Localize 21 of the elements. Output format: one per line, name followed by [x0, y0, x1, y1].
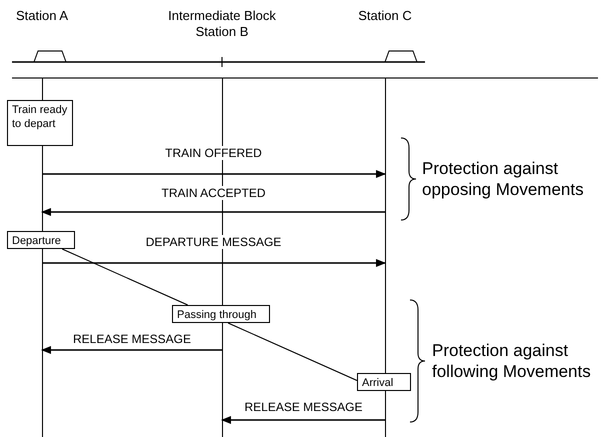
event-box: Arrival: [357, 373, 411, 391]
note-text: Protection against opposing Movements: [422, 158, 585, 200]
train-path-line: [62, 248, 188, 306]
station-label: Station A: [16, 8, 68, 23]
station-label: Intermediate Block Station B: [168, 8, 276, 39]
event-box: Departure: [7, 231, 75, 249]
message-arrow: [41, 346, 222, 354]
edge-label: RELEASE MESSAGE: [242, 400, 365, 414]
edge-label: TRAIN ACCEPTED: [160, 186, 268, 200]
station-label: Station C: [358, 8, 412, 23]
message-arrow: [221, 416, 385, 424]
event-box: Train ready to depart: [7, 100, 73, 146]
message-arrow: [41, 208, 385, 216]
message-arrow: [42, 259, 386, 267]
train-path-line: [228, 322, 358, 381]
edge-label: RELEASE MESSAGE: [70, 332, 194, 346]
edge-label: DEPARTURE MESSAGE: [144, 235, 284, 249]
message-arrow: [42, 170, 386, 178]
event-box: Passing through: [172, 305, 270, 323]
note-text: Protection against following Movements: [432, 340, 592, 382]
edge-label: TRAIN OFFERED: [163, 146, 264, 160]
